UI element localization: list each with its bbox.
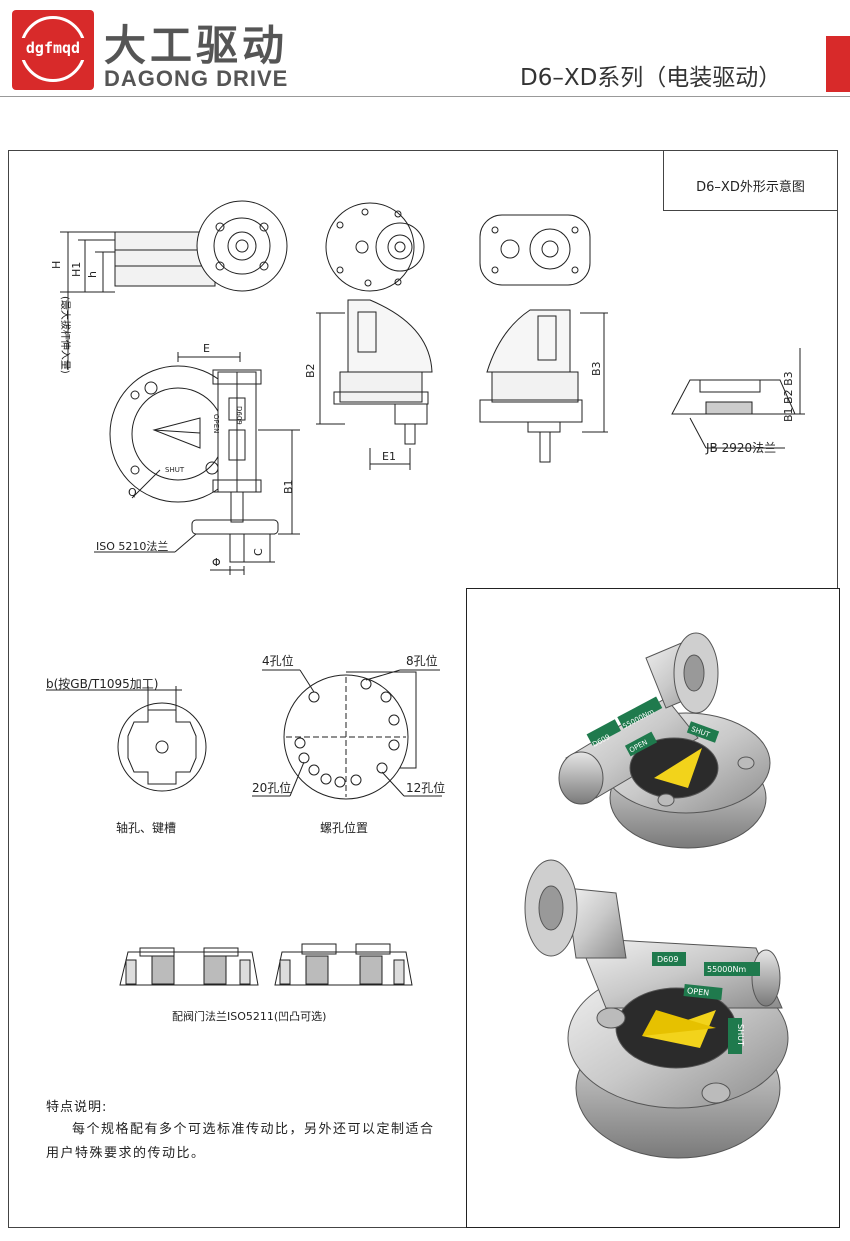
dim-C: C bbox=[252, 548, 265, 556]
holes-12-label: 12孔位 bbox=[406, 780, 445, 795]
features-heading: 特点说明: bbox=[46, 1100, 108, 1115]
dim-max-stroke: (最大拔杆伸入量) bbox=[59, 296, 72, 374]
dim-B1-B2-B3: B1 B2 B3 bbox=[782, 371, 795, 422]
dim-B2: B2 bbox=[304, 363, 317, 378]
drawing-title: D6–XD外形示意图 bbox=[696, 180, 805, 195]
actuator-photo-top bbox=[558, 632, 771, 849]
dim-phi: Φ bbox=[212, 556, 221, 569]
side-elevation-1 bbox=[316, 299, 433, 470]
iso-flange-label: ISO 5210法兰 bbox=[96, 539, 168, 553]
accent-tab bbox=[826, 36, 850, 92]
holes-8-label: 8孔位 bbox=[406, 653, 438, 668]
flange-top-view-1 bbox=[325, 202, 425, 292]
brand-name-en: DAGONG DRIVE bbox=[104, 66, 289, 91]
actuator-photo-bottom bbox=[524, 859, 789, 1159]
flange-top-view-2 bbox=[479, 214, 591, 286]
header-divider bbox=[0, 96, 850, 97]
keyway-caption: 轴孔、键槽 bbox=[116, 820, 176, 835]
holes-4-label: 4孔位 bbox=[262, 653, 294, 668]
valve-flange-caption: 配阀门法兰ISO5211(凹凸可选) bbox=[172, 1009, 326, 1023]
bolt-hole-detail bbox=[252, 669, 442, 800]
keyway-detail bbox=[46, 686, 207, 792]
features-body: 每个规格配有多个可选标准传动比，另外还可以定制适合用户特殊要求的传动比。 bbox=[46, 1122, 435, 1161]
front-shut-label: SHUT bbox=[165, 466, 185, 474]
front-view bbox=[94, 352, 300, 575]
brand-name-cn: 大工驱动 bbox=[104, 21, 289, 70]
dim-H1: H1 bbox=[70, 262, 83, 277]
photo-bottom-model: D609 bbox=[657, 955, 678, 964]
side-view-top bbox=[60, 200, 288, 370]
photo-bottom-torque: 55000Nm bbox=[707, 965, 746, 974]
jb-flange-label: JB 2920法兰 bbox=[705, 441, 776, 455]
dim-B1: B1 bbox=[282, 479, 295, 494]
dim-E1: E1 bbox=[382, 450, 396, 463]
brand-logo: dgfmqd bbox=[12, 10, 94, 90]
valve-flange-sections bbox=[119, 943, 413, 986]
series-title: D6–XD系列（电装驱动） bbox=[520, 65, 782, 91]
dim-B3: B3 bbox=[590, 361, 603, 376]
front-open-label: OPEN bbox=[212, 414, 220, 433]
jb-flange-section bbox=[671, 348, 805, 449]
holes-20-label: 20孔位 bbox=[252, 780, 291, 795]
dim-h: h bbox=[86, 271, 99, 278]
photo-bottom-shut: SHUT bbox=[736, 1024, 745, 1046]
bolt-caption: 螺孔位置 bbox=[320, 820, 368, 835]
logo-text: dgfmqd bbox=[25, 39, 81, 57]
dim-Q: Q bbox=[128, 486, 137, 499]
front-d609-label: D609 bbox=[235, 406, 243, 425]
product-photos: D609 55000Nm OPEN SHUT D609 55000Nm OPEN… bbox=[524, 632, 789, 1159]
side-elevation-2 bbox=[479, 309, 608, 463]
dim-H: H bbox=[50, 261, 63, 269]
keyway-note: b(按GB/T1095加工) bbox=[46, 677, 158, 691]
photo-bottom-open: OPEN bbox=[687, 986, 710, 997]
drawing-title-box bbox=[663, 150, 838, 211]
dim-E: E bbox=[203, 342, 210, 355]
